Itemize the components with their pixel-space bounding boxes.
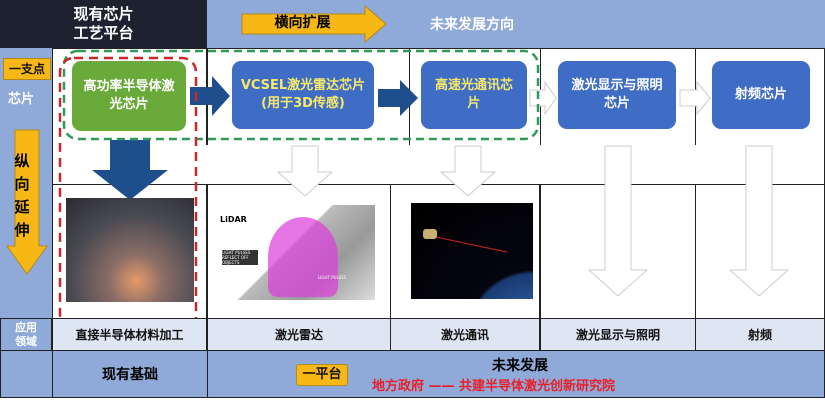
future-direction-label: 未来发展方向 bbox=[430, 17, 514, 33]
chip-display-lighting: 激光显示与照明芯片 bbox=[558, 61, 676, 129]
down-arrow-icon bbox=[728, 145, 790, 297]
red-dashed-group bbox=[58, 56, 198, 347]
horizontal-arrow-icon bbox=[241, 4, 387, 44]
laser-processing-image bbox=[66, 198, 194, 302]
lidar-beam bbox=[268, 217, 338, 297]
green-dashed-group bbox=[62, 49, 540, 141]
lidar-image: LiDAR LIGHT PULSES REFLECT OFF OBJECTS L… bbox=[218, 205, 375, 300]
chip-optical-comm: 高速光通讯芯片 bbox=[421, 61, 527, 129]
vertical-arrow-icon bbox=[6, 129, 48, 275]
laser-beam bbox=[428, 235, 508, 253]
horizontal-expand-label: 横向扩展 bbox=[274, 15, 331, 31]
current-platform-header: 现有芯片工艺平台 bbox=[0, 0, 207, 48]
application-label: 应用领域 bbox=[0, 318, 52, 351]
app-material-processing: 直接半导体材料加工 bbox=[52, 318, 207, 351]
down-arrow-icon bbox=[439, 145, 497, 197]
app-display-lighting: 激光显示与照明 bbox=[540, 318, 696, 351]
bottom-left-cell bbox=[0, 350, 53, 398]
chip-vcsel: VCSEL激光雷达芯片(用于3D传感) bbox=[232, 61, 374, 129]
app-rf: 射频 bbox=[695, 318, 825, 351]
down-arrow-icon bbox=[276, 145, 334, 197]
one-point-tag: 一支点 bbox=[3, 58, 51, 80]
one-platform-tag: 一平台 bbox=[296, 364, 348, 386]
vertical-extend-label: 纵向延伸 bbox=[14, 152, 30, 239]
app-lidar: 激光雷达 bbox=[207, 318, 391, 351]
optical-comm-image bbox=[411, 203, 533, 299]
right-arrow-icon bbox=[679, 80, 711, 116]
existing-base: 现有基础 bbox=[52, 350, 208, 398]
institute-label: 地方政府 —— 共建半导体激光创新研究院 bbox=[372, 379, 616, 394]
chip-rf: 射频芯片 bbox=[712, 61, 810, 129]
down-arrow-icon bbox=[587, 145, 649, 297]
right-arrow-icon bbox=[190, 76, 230, 116]
chip-high-power: 高功率半导体激光芯片 bbox=[72, 61, 186, 131]
satellite-icon bbox=[423, 229, 437, 239]
app-optical-comm: 激光通讯 bbox=[390, 318, 540, 351]
right-arrow-icon bbox=[529, 80, 557, 116]
chip-label: 芯片 bbox=[8, 92, 35, 107]
down-arrow-icon bbox=[92, 140, 168, 200]
future-development-label: 未来发展 bbox=[492, 358, 548, 374]
right-arrow-icon bbox=[378, 80, 418, 116]
